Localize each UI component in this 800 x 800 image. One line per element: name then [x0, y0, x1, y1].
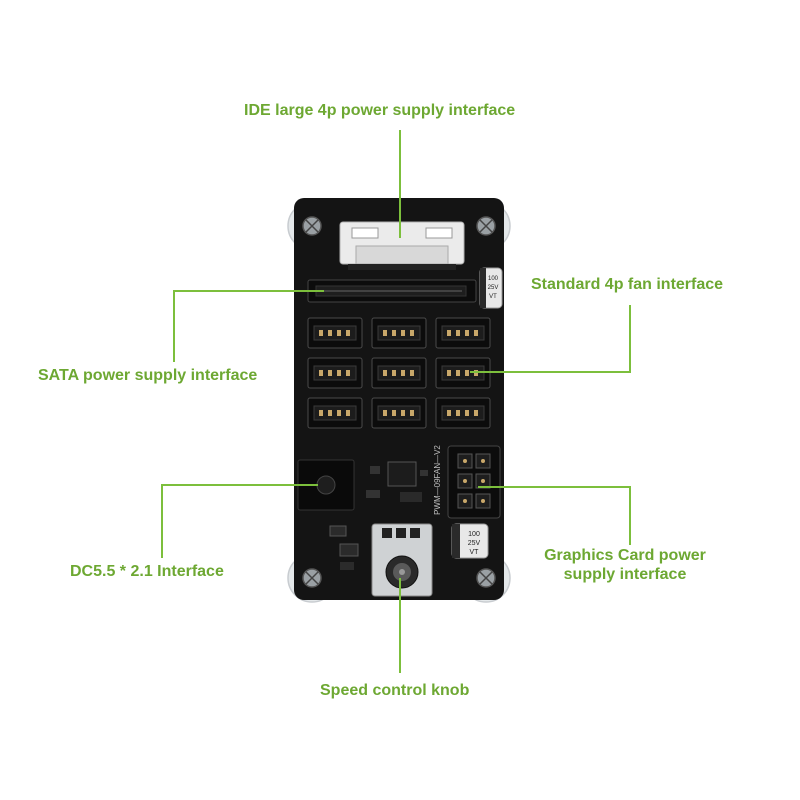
- cap-bottom-text-3: VT: [470, 549, 480, 556]
- fan-header-3: [435, 317, 491, 349]
- fan-header-9: [435, 397, 491, 429]
- fan-header-1: [307, 317, 363, 349]
- leader-fan: [470, 305, 631, 373]
- label-speed-knob: Speed control knob: [320, 682, 470, 699]
- leader-dc: [161, 484, 318, 558]
- screws: [302, 216, 496, 588]
- cap-bottom-text-1: 100: [468, 531, 480, 538]
- cap-top-text-2: 25V: [488, 285, 499, 291]
- fan-header-6: [435, 357, 491, 389]
- cap-bottom-text-2: 25V: [468, 540, 481, 547]
- board-model-text: PWM—09FAN—V2: [433, 445, 442, 515]
- speed-knob: [371, 523, 433, 597]
- fan-header-2: [371, 317, 427, 349]
- leader-gpu: [478, 486, 631, 545]
- fan-header-grid: [307, 317, 491, 429]
- label-gpu-line-2: supply interface: [563, 566, 687, 583]
- label-sata-interface: SATA power supply interface: [38, 367, 258, 384]
- capacitor-top: 100 25V VT: [479, 267, 503, 309]
- label-ide-interface: IDE large 4p power supply interface: [244, 102, 516, 119]
- fan-header-8: [371, 397, 427, 429]
- capacitor-bottom: 100 25V VT: [451, 523, 489, 559]
- gpu-6pin-connector: [447, 445, 501, 519]
- fan-header-7: [307, 397, 363, 429]
- label-dc-interface: DC5.5 * 2.1 Interface: [70, 563, 224, 580]
- label-gpu-line-1: Graphics Card power: [544, 547, 706, 564]
- dc-jack: [297, 459, 355, 511]
- fan-header-5: [371, 357, 427, 389]
- fan-header-4: [307, 357, 363, 389]
- ide-molex-connector: [339, 221, 465, 270]
- cap-top-text-3: VT: [489, 294, 497, 300]
- label-fan-interface: Standard 4p fan interface: [531, 276, 724, 293]
- leader-sata: [173, 290, 324, 362]
- label-gpu-interface: Graphics Card power supply interface: [530, 546, 720, 584]
- cap-top-text-1: 100: [488, 276, 499, 282]
- smd-components: [329, 461, 428, 570]
- sata-connector: [307, 279, 477, 303]
- leader-lines: [161, 130, 631, 673]
